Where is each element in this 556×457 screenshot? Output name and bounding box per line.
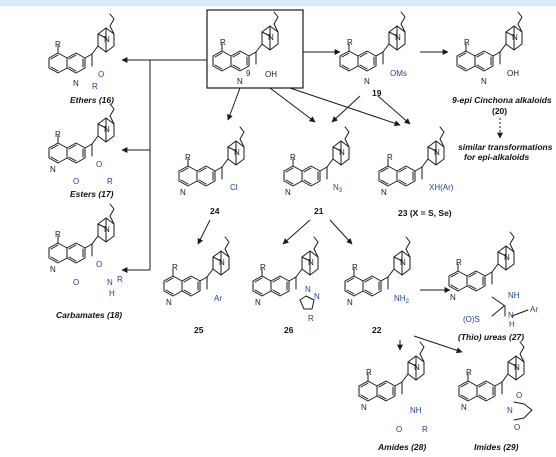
- svg-text:24: 24: [210, 206, 220, 216]
- svg-text:Amides (28): Amides (28): [377, 442, 426, 452]
- central-alkaloid-box: [206, 9, 304, 89]
- svg-text:N: N: [255, 298, 261, 307]
- svg-text:N: N: [104, 35, 110, 44]
- svg-text:Ar: Ar: [214, 294, 222, 303]
- svg-text:O: O: [73, 177, 79, 186]
- svg-text:O: O: [514, 423, 520, 432]
- svg-text:N: N: [381, 188, 387, 197]
- svg-text:N: N: [50, 265, 56, 274]
- svg-text:9: 9: [246, 69, 251, 78]
- svg-text:R: R: [55, 230, 61, 239]
- svg-text:R: R: [456, 258, 462, 267]
- svg-text:for epi-alkaloids: for epi-alkaloids: [464, 152, 529, 162]
- svg-text:O: O: [98, 70, 104, 79]
- svg-text:N: N: [104, 225, 110, 234]
- svg-text:R: R: [464, 38, 470, 47]
- svg-text:N: N: [104, 125, 110, 134]
- svg-text:Imides (29): Imides (29): [474, 442, 519, 452]
- svg-text:N: N: [461, 403, 467, 412]
- svg-text:N: N: [481, 77, 487, 86]
- svg-text:R: R: [308, 314, 314, 323]
- svg-text:N: N: [395, 33, 401, 42]
- svg-text:R: R: [92, 82, 98, 91]
- svg-text:R: R: [347, 38, 353, 47]
- svg-text:N: N: [450, 293, 456, 302]
- svg-text:N: N: [305, 285, 311, 294]
- top-band: [0, 0, 556, 6]
- svg-text:O: O: [96, 260, 102, 269]
- svg-text:(O)S: (O)S: [463, 315, 480, 324]
- svg-text:N: N: [512, 33, 518, 42]
- svg-text:26: 26: [284, 325, 294, 335]
- svg-text:N: N: [347, 298, 353, 307]
- svg-text:R: R: [107, 177, 113, 186]
- svg-text:R: R: [290, 153, 296, 162]
- svg-text:N: N: [285, 188, 291, 197]
- svg-text:similar transformations: similar transformations: [458, 142, 553, 152]
- svg-text:19: 19: [372, 88, 382, 98]
- svg-text:R: R: [422, 425, 428, 434]
- svg-text:9-epi Cinchona alkaloids: 9-epi Cinchona alkaloids: [452, 95, 552, 105]
- svg-text:21: 21: [314, 206, 324, 216]
- svg-text:Ethers (16): Ethers (16): [70, 95, 114, 105]
- svg-text:OH: OH: [507, 69, 519, 78]
- svg-text:25: 25: [194, 325, 204, 335]
- svg-text:R: R: [55, 130, 61, 139]
- svg-text:N: N: [314, 292, 320, 301]
- svg-text:H: H: [509, 320, 515, 329]
- svg-text:NH: NH: [410, 406, 422, 415]
- svg-text:O: O: [96, 160, 102, 169]
- svg-text:N: N: [180, 188, 186, 197]
- svg-text:N: N: [361, 403, 367, 412]
- svg-text:N: N: [339, 148, 345, 157]
- svg-text:N: N: [508, 311, 514, 320]
- svg-text:23 (X = S, Se): 23 (X = S, Se): [398, 208, 452, 218]
- svg-text:Carbamates (18): Carbamates (18): [56, 310, 122, 320]
- svg-text:OMs: OMs: [390, 69, 407, 78]
- svg-text:O: O: [516, 391, 522, 400]
- svg-text:R: R: [366, 368, 372, 377]
- svg-text:N: N: [107, 278, 113, 287]
- svg-text:XH(Ar): XH(Ar): [429, 183, 454, 192]
- svg-text:Esters (17): Esters (17): [70, 189, 114, 199]
- svg-text:N: N: [237, 77, 243, 86]
- svg-text:R: R: [185, 153, 191, 162]
- svg-text:R: R: [172, 263, 178, 272]
- svg-text:R: R: [466, 368, 472, 377]
- svg-text:N: N: [514, 363, 520, 372]
- svg-text:R: R: [55, 40, 61, 49]
- svg-text:N: N: [400, 258, 406, 267]
- svg-text:R: R: [117, 275, 123, 284]
- svg-text:N: N: [73, 79, 79, 88]
- svg-text:O: O: [73, 278, 79, 287]
- svg-text:NH: NH: [508, 291, 520, 300]
- svg-text:R: R: [220, 38, 226, 47]
- svg-text:(20): (20): [492, 106, 507, 116]
- svg-text:N: N: [234, 148, 240, 157]
- svg-text:Cl: Cl: [230, 183, 238, 192]
- svg-text:(Thio) ureas (27): (Thio) ureas (27): [458, 332, 524, 342]
- svg-text:N: N: [166, 298, 172, 307]
- svg-text:R: R: [387, 153, 393, 162]
- svg-text:R: R: [260, 263, 266, 272]
- svg-text:N: N: [268, 33, 274, 42]
- svg-text:O: O: [396, 425, 402, 434]
- svg-text:NH2: NH2: [394, 294, 410, 305]
- svg-text:N: N: [50, 165, 56, 174]
- svg-text:H: H: [109, 289, 115, 298]
- svg-text:N: N: [504, 253, 510, 262]
- svg-text:N: N: [414, 363, 420, 372]
- svg-text:Ar: Ar: [530, 305, 538, 314]
- svg-text:N3: N3: [333, 183, 343, 194]
- svg-text:N: N: [364, 77, 370, 86]
- svg-text:N: N: [434, 148, 440, 157]
- svg-text:N: N: [219, 258, 225, 267]
- svg-text:22: 22: [372, 325, 382, 335]
- svg-text:N: N: [308, 258, 314, 267]
- svg-text:R: R: [352, 263, 358, 272]
- svg-text:N: N: [507, 406, 513, 415]
- svg-text:OH: OH: [265, 70, 277, 79]
